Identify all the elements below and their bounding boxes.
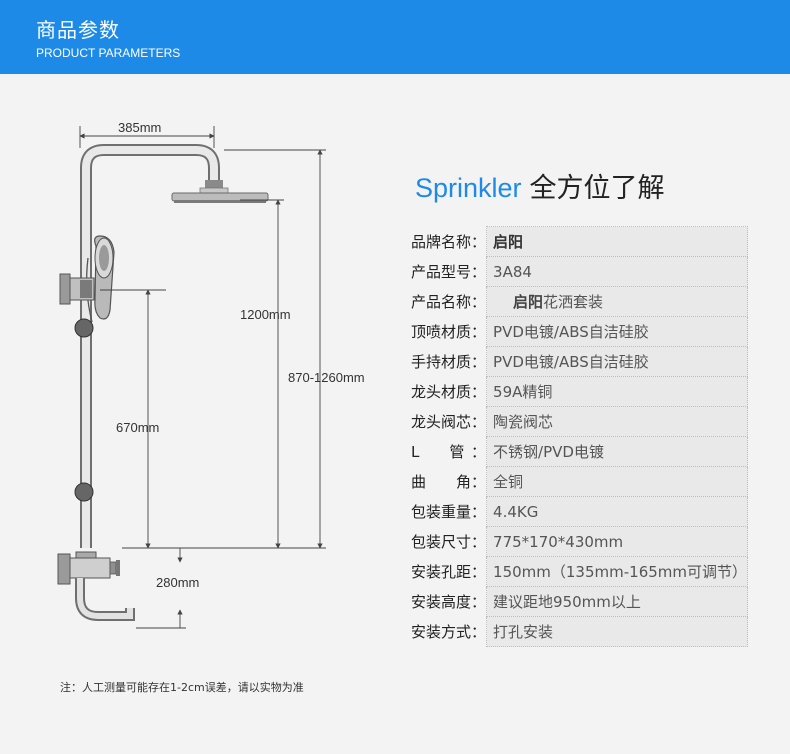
spec-row: 产品型号：3A84 <box>409 256 749 287</box>
spec-value: 59A精铜 <box>486 376 749 407</box>
spec-value: 775*170*430mm <box>486 526 749 557</box>
spec-separator: ： <box>471 233 487 251</box>
spec-value: PVD电镀/ABS自洁硅胶 <box>486 346 749 377</box>
dimension-lines <box>79 126 326 629</box>
diverter-valve <box>59 273 95 305</box>
spec-key: 顶喷材质 <box>411 323 472 341</box>
spec-separator: ： <box>471 383 487 401</box>
spec-row: 包装尺寸：775*170*430mm <box>409 526 749 557</box>
spec-value: 启阳 <box>486 226 749 257</box>
spec-value-text: 花洒套装 <box>543 293 604 311</box>
spec-key: 龙头材质 <box>411 383 472 401</box>
spout <box>75 578 135 621</box>
spec-separator: ： <box>471 443 487 461</box>
header-banner: 商品参数 PRODUCT PARAMETERS <box>0 0 790 74</box>
spec-separator: ： <box>471 563 487 581</box>
spec-key: 手持材质 <box>411 353 472 371</box>
spec-row: 顶喷材质：PVD电镀/ABS自洁硅胶 <box>409 316 749 347</box>
measurement-note: 注：人工测量可能存在1-2cm误差，请以实物为准 <box>60 681 304 694</box>
spec-separator: ： <box>471 353 487 371</box>
spec-separator: ： <box>471 473 487 491</box>
spec-value: 4.4KG <box>486 496 749 527</box>
label-385mm: 385mm <box>118 120 161 135</box>
spec-separator: ： <box>471 293 487 311</box>
spec-row: 曲 角：全铜 <box>409 466 749 497</box>
spec-value: PVD电镀/ABS自洁硅胶 <box>486 316 749 347</box>
spec-row: L 管 ：不锈钢/PVD电镀 <box>409 436 749 467</box>
spec-key: 产品型号 <box>411 263 472 281</box>
spec-separator: ： <box>471 533 487 551</box>
spec-value: 建议距地950mm以上 <box>486 586 749 617</box>
spec-key: 产品名称 <box>411 293 472 311</box>
spec-key: 安装孔距 <box>411 563 472 581</box>
spec-value: 启阳花洒套装 <box>486 286 749 317</box>
spec-separator: ： <box>471 623 487 641</box>
label-670mm: 670mm <box>116 420 159 435</box>
label-870-1260mm: 870-1260mm <box>288 370 365 385</box>
spec-separator: ： <box>471 593 487 611</box>
spec-value-brand: 启阳 <box>513 293 544 311</box>
spec-key: L 管 <box>411 443 465 461</box>
spec-row: 手持材质：PVD电镀/ABS自洁硅胶 <box>409 346 749 377</box>
spec-key: 包装重量 <box>411 503 472 521</box>
spec-value: 不锈钢/PVD电镀 <box>486 436 749 467</box>
spec-key: 安装方式 <box>411 623 472 641</box>
spec-key: 品牌名称 <box>411 233 472 251</box>
spec-row: 品牌名称：启阳 <box>409 226 749 257</box>
mixer-valve <box>57 551 120 585</box>
spec-value: 3A84 <box>486 256 749 287</box>
spec-key: 龙头阀芯 <box>411 413 472 431</box>
spec-separator: ： <box>471 503 487 521</box>
label-280mm: 280mm <box>156 575 199 590</box>
header-subtitle: PRODUCT PARAMETERS <box>36 46 181 60</box>
shower-dimension-diagram: 385mm 1200mm 870-1260mm 670mm 280mm <box>57 120 365 629</box>
spec-row: 产品名称：启阳花洒套装 <box>409 286 749 317</box>
spec-key: 包装尺寸 <box>411 533 472 551</box>
spec-value: 打孔安装 <box>486 616 749 647</box>
title-english: Sprinkler <box>415 173 522 203</box>
riser-pipe <box>80 144 220 548</box>
spec-key: 安装高度 <box>411 593 472 611</box>
spec-row: 包装重量：4.4KG <box>409 496 749 527</box>
spec-separator: ： <box>471 263 487 281</box>
title-chinese: 全方位了解 <box>529 173 665 204</box>
spec-separator: ： <box>471 323 487 341</box>
header-title: 商品参数 <box>36 18 120 42</box>
spec-row: 龙头材质：59A精铜 <box>409 376 749 407</box>
label-1200mm: 1200mm <box>240 307 291 322</box>
slide-knob-top <box>74 318 94 338</box>
spec-row: 安装高度：建议距地950mm以上 <box>409 586 749 617</box>
spec-value: 全铜 <box>486 466 749 497</box>
spec-row: 安装方式：打孔安装 <box>409 616 749 647</box>
spec-row: 龙头阀芯：陶瓷阀芯 <box>409 406 749 437</box>
spec-value: 150mm（135mm-165mm可调节） <box>486 556 749 587</box>
top-shower-head <box>171 180 269 203</box>
spec-value: 陶瓷阀芯 <box>486 406 749 437</box>
spec-key: 曲 角 <box>411 473 472 491</box>
spec-separator: ： <box>471 413 487 431</box>
hand-shower <box>86 235 115 323</box>
spec-row: 安装孔距：150mm（135mm-165mm可调节） <box>409 556 749 587</box>
slide-knob-bottom <box>74 482 94 502</box>
